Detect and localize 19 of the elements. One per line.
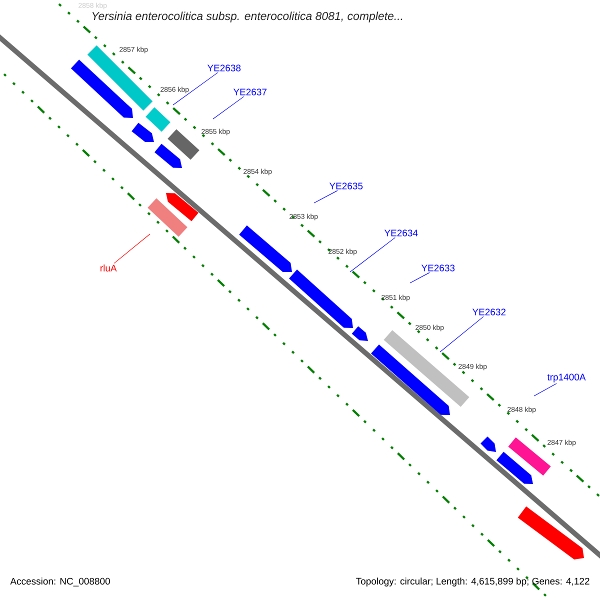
leader-line (212, 96, 244, 120)
leader-line (534, 383, 557, 396)
gene-label: YE2633 (421, 264, 455, 272)
gene-label: YE2632 (472, 308, 506, 316)
gene-label: YE2635 (329, 182, 363, 190)
footer-text: Accession: NC_008800 (10, 578, 110, 586)
footer-text: Topology: circular; Length: 4,615,899 bp; Genes: 4,122 (356, 578, 590, 586)
leader-line (410, 272, 430, 284)
gene-label: trp1400A (547, 374, 586, 382)
leader-line (440, 316, 484, 352)
gene-label: YE2634 (384, 230, 418, 236)
leader-line (314, 190, 338, 204)
gene-label: YE2637 (233, 88, 267, 96)
title: Yersinia enterocolitica subsp. enterocolitica 8081, complete... (92, 12, 402, 22)
gene-label: rluA (100, 264, 117, 272)
leader-line (350, 237, 396, 272)
leader-line (172, 72, 218, 106)
leader-line (114, 234, 150, 264)
gene-label: YE2638 (207, 64, 241, 72)
